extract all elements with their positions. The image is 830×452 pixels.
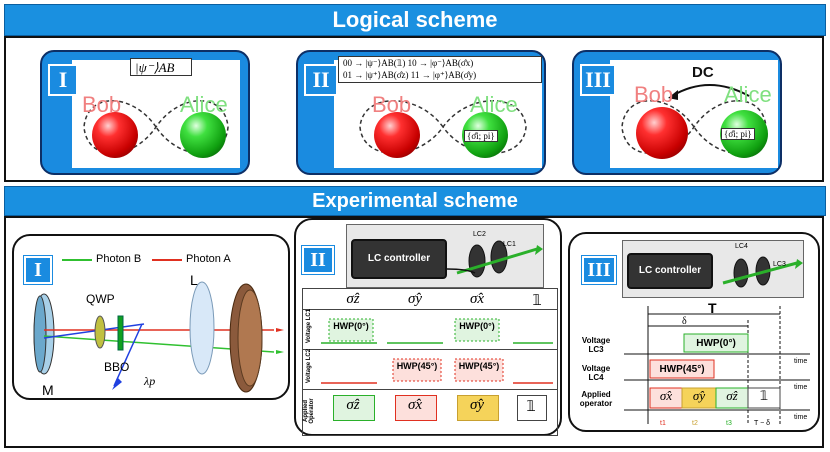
roman-numeral-2: II (304, 64, 338, 96)
row-label-lc3: Voltage LC3 (581, 336, 611, 354)
row-label-lc2: Voltage LC2 (306, 348, 312, 384)
op-box-x (395, 395, 437, 421)
lc-controller-photo: LC controller LC4 LC3 (622, 240, 804, 298)
logical-panel-3: III DC Bob Alice {σ̂i; pi} (572, 50, 782, 175)
row-label-operator: Applied Operator (303, 398, 315, 424)
logical-panel-1: I |ψ⁻⟩AB Bob Alice (40, 50, 250, 175)
op-box-z (333, 395, 375, 421)
op-box-identity (517, 395, 547, 421)
lc-cells (722, 256, 803, 288)
timing-table: σ̂z σ̂y σ̂x 𝟙 Voltage LC1 Voltage LC2 Ap… (302, 288, 558, 436)
optical-layout (33, 281, 284, 393)
roman-numeral-3: III (581, 255, 617, 285)
roman-numeral-3: III (580, 64, 616, 96)
dc-arrow (668, 84, 750, 100)
lc4-label: LC4 (735, 243, 748, 250)
hwp45-lc4: HWP(45°) (659, 364, 705, 375)
lc2-voltage-trace (321, 358, 553, 384)
experimental-scheme-banner: Experimental scheme (4, 186, 826, 216)
bob-particle (636, 107, 688, 159)
lc-controller-box: LC controller (627, 253, 713, 289)
lc-controller-box: LC controller (351, 239, 447, 279)
roman-numeral-2: II (301, 245, 335, 275)
lc1-voltage-trace (321, 318, 553, 344)
infinity-path (621, 100, 767, 154)
time-label-1: time (794, 358, 808, 365)
lc-panel-2: II LC controller LC2 LC1 σ̂z σ̂y σ̂x 𝟙 V… (294, 218, 562, 436)
lc3-label: LC3 (773, 261, 786, 268)
delta-label: δ (682, 316, 687, 327)
row-divider (303, 389, 557, 390)
photon-b-legend-line (62, 259, 92, 261)
photon-a-legend: Photon A (186, 253, 231, 265)
row-label-lc1: Voltage LC1 (306, 308, 312, 344)
lc-cells (447, 240, 543, 278)
bob-particle (374, 112, 420, 158)
op-identity: 𝟙 (759, 388, 769, 403)
tick-t1: t1 (660, 420, 666, 427)
alice-operator-tag: {σ̂i; pi} (464, 130, 498, 142)
pump-label: λp (144, 374, 156, 388)
row3-op-identity: 𝟙 (526, 399, 536, 415)
alice-operator-tag: {σ̂i; pi} (721, 128, 755, 140)
infinity-path (83, 100, 229, 154)
period-label: T (708, 300, 717, 316)
dense-coding-formula-1: 00 → |ψ⁻⟩AB(𝟙) 10 → |φ⁻⟩AB(σ̂x) (338, 56, 542, 70)
lc2-label: LC2 (473, 231, 486, 238)
alice-particle (180, 112, 226, 158)
mirror-label: M (42, 382, 54, 398)
logical-panel-2: II 00 → |ψ⁻⟩AB(𝟙) 10 → |φ⁻⟩AB(σ̂x) 01 → … (296, 50, 546, 175)
row-divider (303, 349, 557, 350)
roman-numeral-1: I (48, 64, 78, 96)
setup-panel: I Photon B Photon A QWP L BBO M λp (12, 234, 290, 400)
row3-op-x: σ̂x (407, 397, 423, 413)
row3-op-z: σ̂z (346, 397, 360, 413)
hwp45-lc2-b: HWP(45°) (458, 361, 500, 371)
op-header-x: σ̂x (469, 291, 485, 307)
dense-coding-formula-2: 01 → |ψ⁺⟩AB(σ̂z) 11 → |φ⁺⟩AB(σ̂y) (338, 69, 542, 83)
op-x: σ̂x (659, 388, 673, 403)
bbo-label: BBO (104, 360, 130, 374)
hwp0-lc1-a: HWP(0°) (333, 321, 369, 331)
logical-scheme-banner: Logical scheme (4, 4, 826, 36)
time-label-3: time (794, 414, 808, 421)
hwp0-lc3: HWP(0°) (696, 338, 736, 349)
bob-label: Bob (634, 82, 674, 107)
hwp45-lc2-a: HWP(45°) (396, 361, 438, 371)
tick-t3: t3 (726, 420, 732, 427)
lc1-label: LC1 (503, 241, 516, 248)
time-label-2: time (794, 384, 808, 391)
roman-numeral-1: I (23, 255, 53, 285)
op-z: σ̂z (726, 388, 738, 403)
dc-label: DC (692, 64, 714, 81)
op-header-z: σ̂z (346, 291, 360, 307)
bob-particle (92, 112, 138, 158)
op-box-y (457, 395, 499, 421)
tick-t2: t2 (692, 420, 698, 427)
op-y: σ̂y (692, 388, 706, 403)
alice-label: Alice (724, 82, 772, 107)
photon-b-legend: Photon B (96, 253, 142, 265)
op-header-y: σ̂y (407, 291, 423, 307)
hwp0-lc1-b: HWP(0°) (459, 321, 495, 331)
row-label-lc4: Voltage LC4 (581, 364, 611, 382)
photon-a-legend-line (152, 259, 182, 261)
timing-axes (624, 306, 810, 424)
infinity-path (359, 100, 527, 154)
tick-t-minus-delta: T − δ (754, 420, 771, 427)
lens-label: L (190, 272, 198, 288)
lc-panel-3: III LC controller LC4 LC3 T δ Voltage LC… (568, 232, 820, 432)
op-header-identity: 𝟙 (532, 293, 542, 309)
lc-controller-photo: LC controller LC2 LC1 (346, 224, 544, 288)
row-label-operator: Applied operator (579, 390, 613, 408)
qwp-label: QWP (86, 292, 115, 306)
row-divider (303, 309, 557, 310)
psi-minus-formula: |ψ⁻⟩AB (130, 58, 192, 76)
row3-op-y: σ̂y (469, 397, 485, 413)
